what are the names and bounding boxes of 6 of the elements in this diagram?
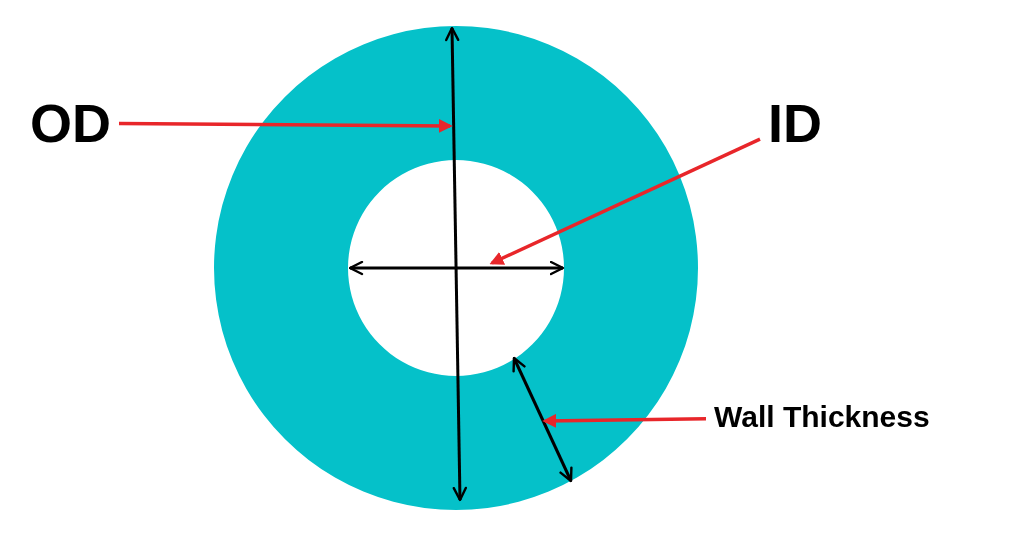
- callout-label: ID: [768, 96, 822, 150]
- leader-line: [489, 137, 761, 265]
- callout-label: OD: [30, 96, 111, 150]
- callout-label: Wall Thickness: [714, 402, 930, 432]
- leader-line: [542, 413, 707, 428]
- leader-line: [119, 118, 453, 133]
